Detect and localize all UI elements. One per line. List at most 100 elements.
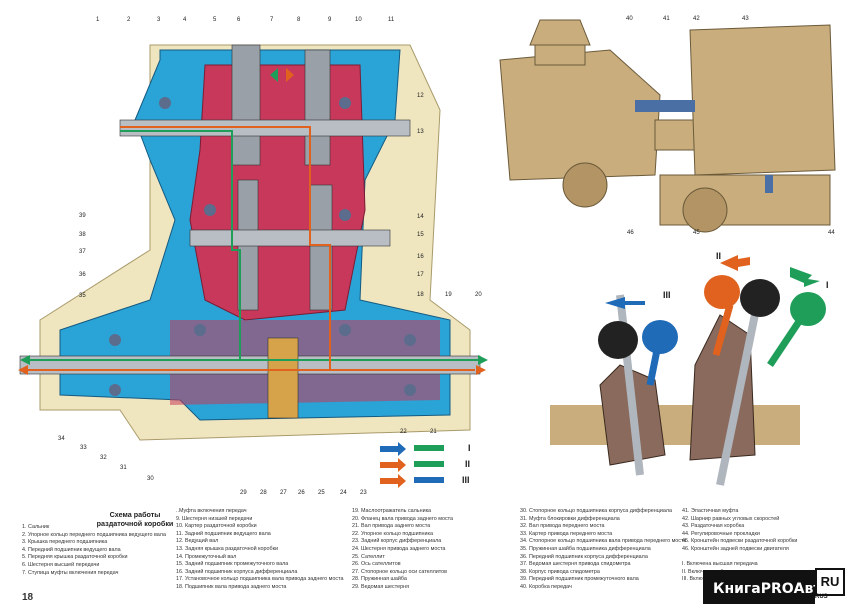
legend-item: 26. Ось сателлитов	[352, 561, 401, 568]
legend-item: 20. Фланец вала привода заднего моста	[352, 515, 454, 522]
legend-title-line-1: Схема работы	[109, 510, 161, 519]
legend-item: 13. Задняя крышка раздаточной коробки	[176, 545, 278, 552]
callout-36: 36	[79, 272, 86, 278]
callout-3: 3	[157, 17, 161, 23]
callout-12: 12	[417, 93, 424, 99]
legend-item: 21. Вал привода заднего моста	[352, 523, 431, 530]
legend-item: ..Муфта включения передач	[176, 508, 247, 514]
callout-14: 14	[417, 214, 424, 220]
legend-item: 38. Корпус привода спидометра	[520, 568, 600, 575]
drivetrain-assembly-diagram	[499, 19, 836, 233]
callout-45: 45	[693, 230, 700, 236]
lever-label-low: III	[663, 290, 671, 300]
flag-icon: RUS	[815, 594, 828, 600]
legend-item: 32. Вал привода переднего моста	[520, 523, 605, 530]
legend-column-3: 19. Маслоотражатель сальника 20. Фланец …	[352, 508, 453, 592]
callout-25: 25	[318, 490, 325, 496]
callout-17: 17	[417, 272, 424, 278]
legend-item: 44. Регулировочные прокладки	[682, 530, 760, 537]
legend-item: 3. Крышка переднего подшипника	[22, 539, 108, 546]
logo-country: RUS	[815, 594, 828, 600]
legend-item: 43. Раздаточная коробка	[682, 523, 745, 530]
transfer-case-section-diagram	[18, 44, 488, 441]
callout-1: 1	[96, 17, 100, 23]
callout-38: 38	[79, 232, 86, 238]
legend-column-2: ..Муфта включения передач 9. Шестерня ни…	[176, 508, 343, 592]
callout-23: 23	[360, 490, 367, 496]
legend-title-line-2: раздаточной коробки	[96, 519, 174, 528]
callout-39: 39	[79, 213, 86, 219]
callout-8: 8	[297, 17, 301, 23]
callout-30: 30	[147, 476, 154, 482]
legend-item: 40. Коробка передач	[520, 583, 572, 590]
logo-text: КнигаPROАвто	[713, 581, 832, 597]
legend-item: 28. Пружинная шайба	[352, 576, 407, 583]
callout-11: 11	[388, 17, 395, 23]
callout-2: 2	[127, 17, 131, 23]
legend-item: 27. Стопорное кольцо оси сателлитов	[352, 568, 448, 575]
callout-4: 4	[183, 17, 187, 23]
legend-item: 11. Задний подшипник ведущего вала	[176, 530, 271, 537]
callout-24: 24	[340, 490, 347, 496]
legend-item: 22. Упорное кольцо подшипника	[352, 530, 433, 537]
lever-label-neutral: II	[716, 251, 722, 261]
legend-item: 33. Картер привода переднего моста	[520, 530, 613, 537]
legend-item: 39. Передний подшипник промежуточного ва…	[520, 576, 639, 583]
legend-item: 41. Эластичная муфта	[682, 508, 739, 514]
legend-item: 7. Ступица муфты включения передач	[22, 569, 119, 576]
legend-item: 23. Задний корпус дифференциала	[352, 538, 442, 545]
callout-37: 37	[79, 249, 86, 255]
legend-item: 18. Подшипник вала привода заднего моста	[176, 583, 287, 590]
callout-40: 40	[626, 16, 633, 22]
callout-5: 5	[213, 17, 217, 23]
callout-42: 42	[693, 16, 700, 22]
callout-27: 27	[280, 490, 287, 496]
legend-item: 14. Промежуточный вал	[176, 553, 237, 560]
legend-item: 30. Стопорное кольцо подшипника корпуса …	[520, 508, 673, 514]
legend-column-4: 30. Стопорное кольцо подшипника корпуса …	[520, 508, 686, 592]
lever-label-high: I	[826, 280, 829, 290]
callout-31: 31	[120, 465, 127, 471]
logo-box: КнигаPROАвто	[703, 570, 831, 604]
callout-18: 18	[417, 292, 424, 298]
callout-35: 35	[79, 293, 86, 299]
callout-44: 44	[828, 230, 835, 236]
callout-22: 22	[400, 429, 407, 435]
legend-item: 25. Сателлит	[352, 553, 385, 560]
key-label-neutral: II	[465, 459, 471, 469]
page-number: 18	[22, 592, 34, 603]
legend-item: 5. Передняя крышка раздаточной коробки	[22, 554, 128, 561]
publisher-logo: КнигаPROАвто RU RUS	[703, 566, 845, 606]
legend-item	[682, 554, 797, 562]
legend-item: 17. Установочное кольцо подшипника вала …	[176, 576, 344, 583]
legend-item: 46. Кронштейн задней подвески двигателя	[682, 545, 789, 552]
power-flow-key	[380, 442, 444, 488]
legend-item: 2. Упорное кольцо переднего подшипника в…	[22, 531, 166, 538]
key-label-high: I	[468, 443, 471, 453]
callout-21: 21	[430, 429, 437, 435]
legend-item: 10. Картер раздаточной коробки	[176, 523, 257, 530]
legend-item: 16. Задний подшипник корпуса дифференциа…	[176, 568, 298, 575]
callout-7: 7	[270, 17, 274, 23]
legend-item: 15. Задний подшипник промежуточного вала	[176, 561, 289, 568]
legend-item: 12. Ведущий вал	[176, 538, 219, 545]
legend-item: 24. Шестерня привода заднего моста	[352, 545, 446, 552]
legend-item: I. Включена высшая передача	[682, 561, 758, 568]
callout-16: 16	[417, 254, 424, 260]
callout-10: 10	[355, 17, 362, 23]
legend-item: 36. Передний подшипник корпуса дифференц…	[520, 553, 648, 560]
callout-34: 34	[58, 436, 65, 442]
callout-20: 20	[475, 292, 482, 298]
key-label-low: III	[462, 475, 470, 485]
callout-13: 13	[417, 129, 424, 135]
legend-title: Схема работы раздаточной коробки	[80, 510, 190, 528]
gear-levers-diagram	[550, 255, 826, 486]
callout-6: 6	[237, 17, 241, 23]
callout-32: 32	[100, 455, 107, 461]
legend-item: 31. Муфта блокировки дифференциала	[520, 515, 620, 522]
callout-43: 43	[742, 16, 749, 22]
legend-column-1: 1. Сальник 2. Упорное кольцо переднего п…	[22, 524, 166, 577]
callout-26: 26	[298, 490, 305, 496]
callout-33: 33	[80, 445, 87, 451]
